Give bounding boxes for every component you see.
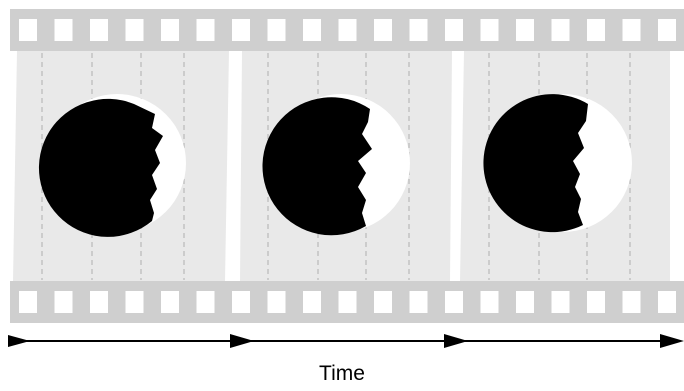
sprocket-hole: [587, 19, 605, 41]
frame-2-eclipse-shape: [262, 94, 410, 236]
sprocket-hole: [338, 19, 357, 41]
sprocket-holes-top: [19, 19, 676, 41]
sprocket-hole: [516, 291, 534, 313]
frame-3-eclipse-shape: [483, 94, 632, 233]
sprocket-hole: [19, 291, 37, 313]
sprocket-hole: [19, 19, 37, 41]
sprocket-hole: [658, 19, 676, 41]
sprocket-hole: [516, 19, 534, 41]
frame-1-dashed-lines: [41, 53, 185, 280]
sprocket-hole: [658, 291, 676, 313]
sprocket-hole: [267, 291, 286, 313]
sprocket-hole: [196, 19, 215, 41]
sprocket-hole: [445, 291, 463, 313]
sprocket-hole: [374, 291, 392, 313]
sprocket-hole: [622, 19, 641, 41]
frame-1: [13, 51, 229, 281]
sprocket-hole: [409, 19, 428, 41]
sprocket-hole: [232, 19, 250, 41]
frame-3-dashed-lines: [488, 53, 631, 280]
sprocket-hole: [90, 291, 108, 313]
sprocket-hole: [587, 291, 605, 313]
sprocket-hole: [480, 19, 499, 41]
sprocket-hole: [303, 291, 321, 313]
sprocket-hole: [90, 19, 108, 41]
time-axis: [8, 334, 684, 348]
time-axis-label: Time: [319, 362, 365, 385]
frame-2-dashed-lines: [267, 53, 410, 280]
sprocket-hole: [54, 19, 73, 41]
sprocket-hole: [232, 291, 250, 313]
arrowhead-icon: [444, 334, 468, 348]
sprocket-hole: [445, 19, 463, 41]
arrowhead-icon: [230, 334, 254, 348]
frame-2: [240, 51, 452, 281]
sprocket-hole: [551, 19, 570, 41]
frame-1-eclipse-shape: [38, 94, 186, 237]
sprocket-hole: [161, 291, 179, 313]
sprocket-hole: [480, 291, 499, 313]
arrowhead-icon: [8, 335, 30, 347]
sprocket-hole: [54, 291, 73, 313]
frame-3: [460, 51, 670, 281]
arrowhead-icon: [660, 334, 684, 348]
sprocket-hole: [125, 19, 144, 41]
sprocket-hole: [622, 291, 641, 313]
sprocket-hole: [338, 291, 357, 313]
sprocket-hole: [551, 291, 570, 313]
sprocket-hole: [196, 291, 215, 313]
sprocket-hole: [409, 291, 428, 313]
sprocket-holes-bottom: [19, 291, 676, 313]
sprocket-hole: [267, 19, 286, 41]
sprocket-hole: [303, 19, 321, 41]
sprocket-hole: [161, 19, 179, 41]
sprocket-hole: [374, 19, 392, 41]
sprocket-hole: [125, 291, 144, 313]
